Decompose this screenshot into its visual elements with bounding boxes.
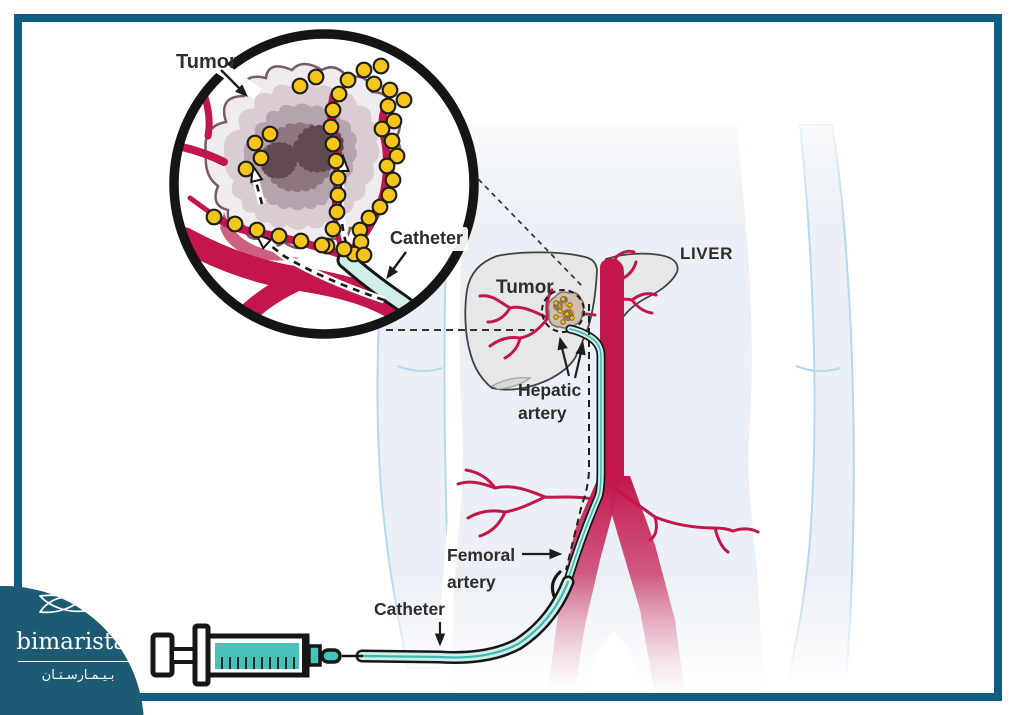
brand-name: bimaristan (16, 629, 142, 655)
syringe-nozzle-tip (320, 648, 342, 664)
catheter-internal (563, 324, 606, 585)
right-iliac-artery (606, 476, 685, 695)
hepatic-artery-branches-right (602, 249, 658, 315)
left-elbow-crease (397, 364, 443, 373)
liver-tumor (541, 289, 585, 333)
abdominal-branches-right (610, 485, 760, 554)
inset-ring (169, 29, 479, 339)
femoral-artery-label: Femoral artery (447, 545, 516, 593)
syringe (150, 623, 363, 687)
embolization-beads (205, 57, 413, 264)
tumor-pink-rim (220, 212, 300, 261)
abdominal-branches-left (456, 468, 600, 538)
left-iliac-artery (548, 478, 622, 690)
inset-ring-gap (208, 56, 262, 100)
aorta (600, 258, 624, 480)
brand-disc (0, 586, 144, 715)
catheter-label: Catheter (374, 599, 445, 619)
right-elbow-crease (795, 364, 841, 373)
liver-tumor-label: Tumor (496, 277, 554, 298)
brand-name-arabic: بـيـمـارسـتـان (41, 668, 115, 683)
brand-leaf-icon (39, 594, 85, 614)
catheter-path-dashes (565, 304, 590, 571)
tumor-dashed-circle (541, 289, 585, 333)
inset-tumor-arrow (220, 69, 248, 97)
label-arrows (434, 336, 586, 647)
gallbladder-hint (490, 377, 532, 390)
femoral-entry-mark (550, 570, 562, 598)
catheter-external (355, 575, 575, 664)
inset-tumor-label: Tumor (176, 51, 237, 73)
syringe-nozzle-base (307, 644, 322, 667)
inset-catheter-label: Catheter (385, 227, 469, 251)
inset-catheter-arrow (386, 251, 407, 280)
syringe-graduations (221, 657, 295, 669)
brand-corner (0, 586, 144, 715)
syringe-fluid (215, 643, 299, 669)
hepatic-artery-label: Hepatic artery (518, 380, 582, 423)
brand-underline (18, 661, 140, 662)
liver-label: LIVER (680, 244, 734, 263)
